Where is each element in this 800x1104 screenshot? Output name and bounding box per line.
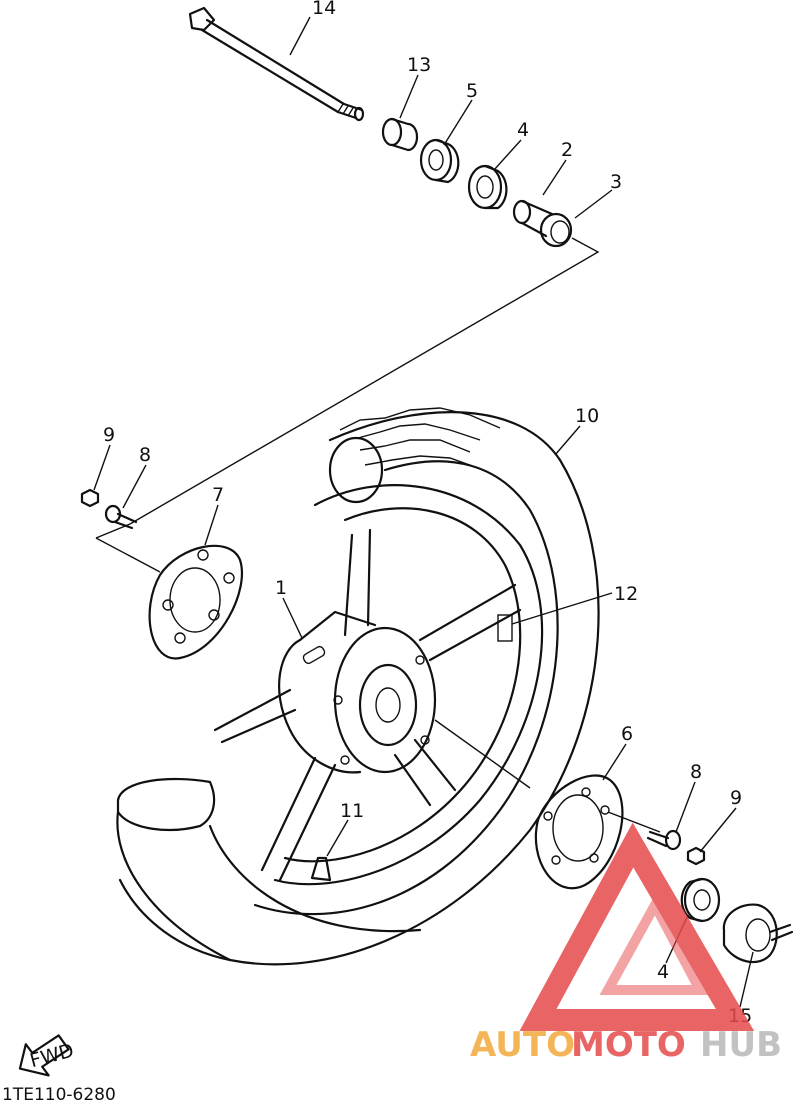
bearing-part-4-top	[467, 164, 508, 210]
callout-13: 13	[407, 54, 431, 76]
watermark-hub: HUB	[700, 1025, 782, 1065]
tire-part	[116, 407, 600, 966]
bolt-lower	[646, 829, 682, 851]
callout-14: 14	[312, 0, 336, 19]
callout-2: 2	[561, 139, 573, 161]
callout-9-upper: 9	[103, 424, 115, 446]
callout-11: 11	[340, 800, 364, 822]
disc-plate-7	[148, 544, 243, 660]
bearing-part-4-lower	[680, 877, 721, 923]
axle-part	[188, 6, 365, 122]
wheel-rim	[213, 484, 544, 886]
callout-6: 6	[621, 723, 633, 745]
bolt-upper	[104, 504, 138, 530]
callout-9-lower: 9	[730, 787, 742, 809]
callout-10: 10	[575, 405, 599, 427]
nut-upper	[80, 488, 100, 508]
watermark-logo: AUTO MOTO HUB	[470, 822, 782, 1065]
leader-lines	[93, 16, 754, 1008]
bearing-part-5	[419, 138, 460, 184]
fwd-label: FWD	[28, 1040, 77, 1073]
callout-12: 12	[614, 583, 638, 605]
callout-4-lower: 4	[657, 961, 669, 983]
callout-8-lower: 8	[690, 761, 702, 783]
assembly-guide-line	[129, 237, 600, 525]
watermark-auto: AUTO	[470, 1025, 575, 1065]
collar-part	[381, 117, 419, 152]
callout-4-top: 4	[517, 119, 529, 141]
spacer-part	[512, 199, 573, 248]
callout-5: 5	[466, 80, 478, 102]
fwd-arrow-icon: FWD	[18, 1034, 77, 1077]
gear-unit-15	[722, 903, 794, 964]
callout-7: 7	[212, 484, 224, 506]
diagram-code: 1TE110-6280	[2, 1085, 116, 1104]
callout-3: 3	[610, 171, 622, 193]
nut-lower	[686, 846, 706, 866]
watermark-moto: MOTO	[571, 1025, 686, 1065]
guide-line-right	[607, 811, 661, 833]
disc-plate-6	[534, 774, 624, 890]
guide-line-hub	[434, 719, 531, 789]
callout-8-upper: 8	[139, 444, 151, 466]
callout-1: 1	[275, 577, 287, 599]
assembly-guide-line-3	[95, 537, 161, 573]
callout-labels: 14 13 5 4 2 3 10 9 8 7 1 12 6 8 9 11 4 1…	[103, 0, 752, 1027]
